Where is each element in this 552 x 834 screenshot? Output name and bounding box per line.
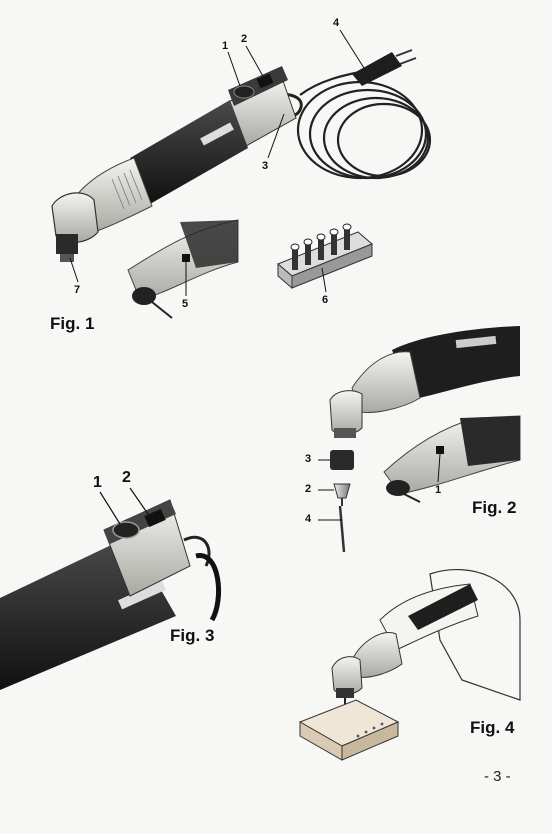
fig3-callout-2: 2 — [122, 469, 131, 487]
fig1-drawing — [52, 50, 430, 262]
fig2-bit — [340, 506, 344, 552]
fig1-plug — [352, 50, 416, 86]
fig3-label: Fig. 3 — [170, 626, 214, 646]
fig2-collet — [334, 484, 350, 498]
fig1-callout-1: 1 — [222, 40, 228, 52]
fig2-chuck-nut — [330, 450, 354, 470]
fig2-callout-3: 3 — [305, 453, 311, 465]
fig1-label: Fig. 1 — [50, 314, 94, 334]
fig1-callout-6: 6 — [322, 294, 328, 306]
fig2-callout-4: 4 — [305, 513, 311, 525]
fig2-label: Fig. 2 — [472, 498, 516, 518]
fig3-drawing — [0, 500, 219, 690]
fig4-label: Fig. 4 — [470, 718, 514, 738]
fig2-drawing — [330, 326, 522, 552]
page-number: - 3 - — [484, 768, 511, 785]
fig3-callout-1: 1 — [93, 474, 102, 492]
fig2-callout-1: 1 — [435, 484, 441, 496]
fig1-collet-holder — [278, 224, 372, 288]
fig1-callout-7: 7 — [74, 284, 80, 296]
fig2-callout-2: 2 — [305, 483, 311, 495]
fig1-callout-2: 2 — [241, 33, 247, 45]
fig1-callout-4: 4 — [333, 17, 339, 29]
fig1-callout-5: 5 — [182, 298, 188, 310]
fig1-callout-3: 3 — [262, 160, 268, 172]
